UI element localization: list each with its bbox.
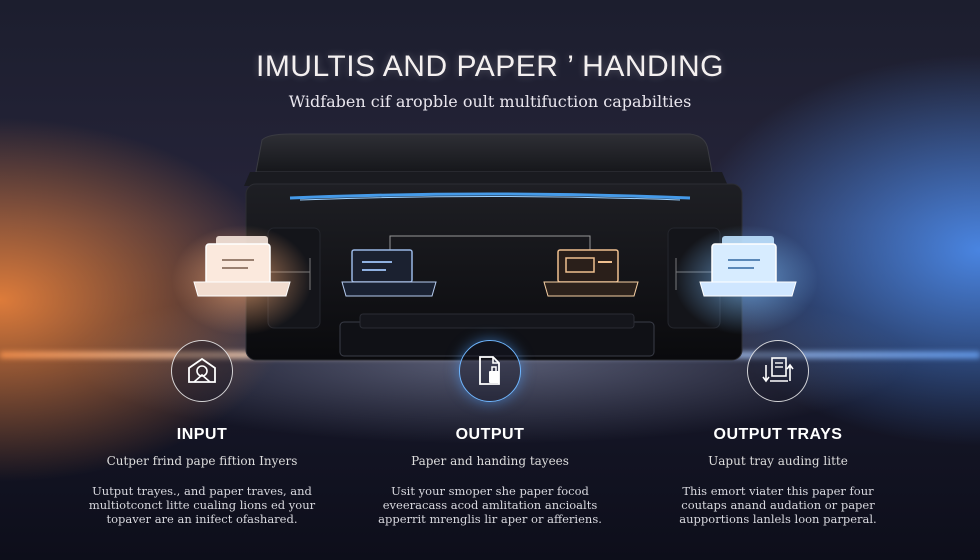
output-doc-icon xyxy=(459,340,521,402)
feature-description: Usit your smoper she paper focod eveerac… xyxy=(378,484,602,526)
feature-heading: OUTPUT TRAYS xyxy=(713,426,843,443)
feature-description: Uutput trayes., and paper traves, and mu… xyxy=(88,484,316,526)
input-tray-graphic xyxy=(193,236,291,297)
feature-subheading: Uaput tray auding litte xyxy=(708,454,848,468)
feature-output-trays: OUTPUT TRAYS Uaput tray auding litte Thi… xyxy=(648,340,908,526)
feature-description: This emort viater this paper four coutap… xyxy=(679,484,877,526)
feature-subheading: Cutper frind pape fiftion Inyers xyxy=(106,454,298,468)
page-title: IMULTIS AND PAPER ’ HANDING xyxy=(255,50,724,83)
output-trays-graphic xyxy=(699,236,797,297)
page-subtitle: Widfaben cif aropble oult multifuction c… xyxy=(288,92,692,111)
feature-output: OUTPUT Paper and handing tayees Usit you… xyxy=(360,340,620,526)
feature-heading: OUTPUT xyxy=(455,426,525,443)
center-right-tray-graphic xyxy=(543,249,639,297)
input-tray-icon xyxy=(171,340,233,402)
center-left-tray-graphic xyxy=(341,249,437,297)
feature-heading: INPUT xyxy=(176,426,228,443)
feature-subheading: Paper and handing tayees xyxy=(411,454,569,468)
feature-input: INPUT Cutper frind pape fiftion Inyers U… xyxy=(72,340,332,526)
output-trays-icon xyxy=(747,340,809,402)
